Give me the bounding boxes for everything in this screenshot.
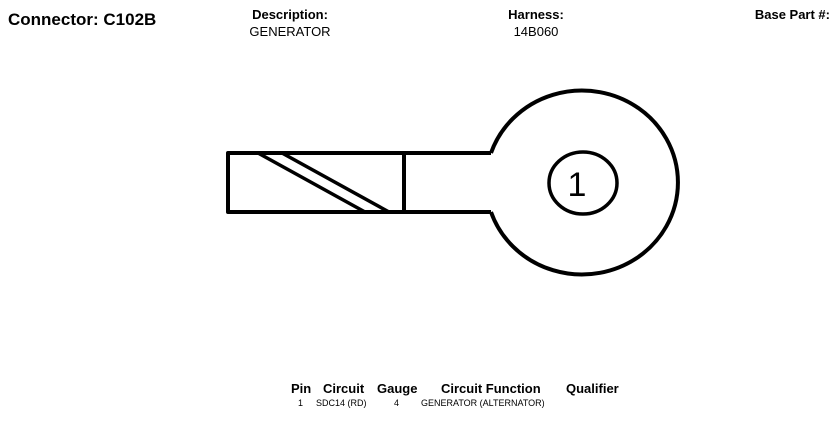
pin-number-label: 1 bbox=[568, 166, 587, 204]
harness-label: Harness: bbox=[508, 7, 564, 22]
harness-field: Harness: 14B060 bbox=[476, 7, 596, 41]
harness-value: 14B060 bbox=[513, 24, 559, 39]
pin-circle bbox=[547, 150, 619, 216]
connector-title: Connector: C102B bbox=[8, 10, 157, 29]
table-row: 1 SDC14 (RD) 4 GENERATOR (ALTERNATOR) bbox=[250, 397, 650, 413]
description-label: Description: bbox=[252, 7, 328, 22]
description-field: Description: GENERATOR bbox=[230, 7, 350, 41]
terminal-hatch-line bbox=[257, 151, 366, 214]
terminal-ring bbox=[489, 88, 680, 277]
description-value: GENERATOR bbox=[249, 24, 331, 39]
header-pin: Pin bbox=[291, 381, 312, 396]
pin-table-header: Pin Circuit Gauge Circuit Function Quali… bbox=[250, 381, 650, 397]
terminal-hatch-line bbox=[281, 151, 390, 214]
cell-circuit: SDC14 (RD) bbox=[316, 398, 367, 408]
header-qualifier: Qualifier bbox=[566, 381, 619, 396]
cell-gauge: 4 bbox=[394, 398, 400, 408]
cell-circuit-function: GENERATOR (ALTERNATOR) bbox=[421, 398, 545, 408]
header-gauge: Gauge bbox=[377, 381, 418, 396]
base-part-label: Base Part #: bbox=[754, 7, 830, 22]
header-circuit-function: Circuit Function bbox=[441, 381, 541, 396]
header-circuit: Circuit bbox=[323, 381, 365, 396]
base-part-field: Base Part #: bbox=[730, 7, 830, 23]
terminal-barrel-outline bbox=[226, 151, 491, 214]
pin-table: Pin Circuit Gauge Circuit Function Quali… bbox=[250, 381, 650, 413]
cell-pin: 1 bbox=[298, 398, 304, 408]
